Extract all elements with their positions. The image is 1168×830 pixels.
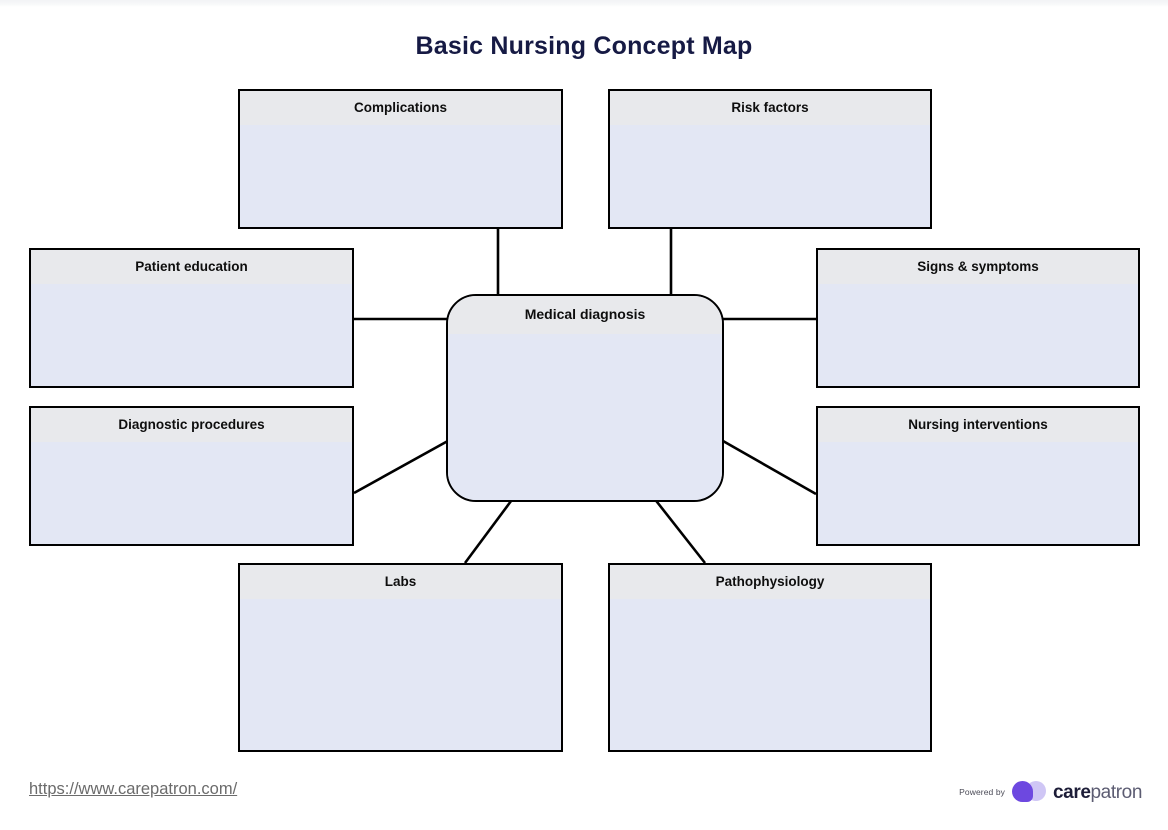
- connector-labs: [463, 492, 519, 564]
- node-header: Complications: [240, 91, 561, 125]
- node-risk-factors[interactable]: Risk factors: [608, 89, 932, 229]
- page-top-band: [0, 0, 1168, 7]
- node-content-area[interactable]: [818, 442, 1138, 544]
- connector-diagnostic-procedures: [353, 435, 456, 495]
- node-label: Labs: [384, 573, 417, 589]
- node-header: Medical diagnosis: [448, 296, 722, 334]
- carepatron-branding: Powered by carepatron: [959, 781, 1142, 803]
- carepatron-logo-icon: [1012, 781, 1047, 803]
- node-content-area[interactable]: [240, 599, 561, 750]
- connector-nursing-interventions: [715, 435, 817, 496]
- node-label: Complications: [353, 99, 447, 115]
- node-label: Diagnostic procedures: [118, 416, 265, 432]
- node-signs-symptoms[interactable]: Signs & symptoms: [816, 248, 1140, 388]
- carepatron-wordmark: carepatron: [1053, 783, 1142, 802]
- node-header: Patient education: [31, 250, 352, 284]
- node-label: Nursing interventions: [908, 416, 1048, 432]
- node-label: Signs & symptoms: [917, 258, 1039, 274]
- node-header: Risk factors: [610, 91, 930, 125]
- node-label: Pathophysiology: [715, 573, 825, 589]
- wordmark-patron: patron: [1090, 781, 1143, 803]
- node-patient-education[interactable]: Patient education: [29, 248, 354, 388]
- node-header: Pathophysiology: [610, 565, 930, 599]
- node-label: Risk factors: [731, 99, 809, 115]
- node-complications[interactable]: Complications: [238, 89, 563, 229]
- carepatron-url-link[interactable]: https://www.carepatron.com/: [29, 780, 238, 798]
- node-pathophysiology[interactable]: Pathophysiology: [608, 563, 932, 752]
- node-content-area[interactable]: [31, 442, 352, 544]
- node-header: Signs & symptoms: [818, 250, 1138, 284]
- node-content-area[interactable]: [240, 125, 561, 227]
- node-labs[interactable]: Labs: [238, 563, 563, 752]
- node-content-area[interactable]: [448, 334, 722, 500]
- node-content-area[interactable]: [818, 284, 1138, 386]
- node-header: Diagnostic procedures: [31, 408, 352, 442]
- node-content-area[interactable]: [610, 125, 930, 227]
- powered-by-label: Powered by: [959, 787, 1006, 797]
- page-title: Basic Nursing Concept Map: [415, 32, 753, 60]
- node-header: Nursing interventions: [818, 408, 1138, 442]
- node-medical-diagnosis[interactable]: Medical diagnosis: [446, 294, 724, 502]
- node-content-area[interactable]: [610, 599, 930, 750]
- node-header: Labs: [240, 565, 561, 599]
- wordmark-care: care: [1053, 781, 1091, 803]
- node-nursing-interventions[interactable]: Nursing interventions: [816, 406, 1140, 546]
- connector-pathophysiology: [648, 492, 707, 564]
- node-label: Patient education: [135, 258, 248, 274]
- node-label: Medical diagnosis: [524, 306, 646, 323]
- node-content-area[interactable]: [31, 284, 352, 386]
- node-diagnostic-procedures[interactable]: Diagnostic procedures: [29, 406, 354, 546]
